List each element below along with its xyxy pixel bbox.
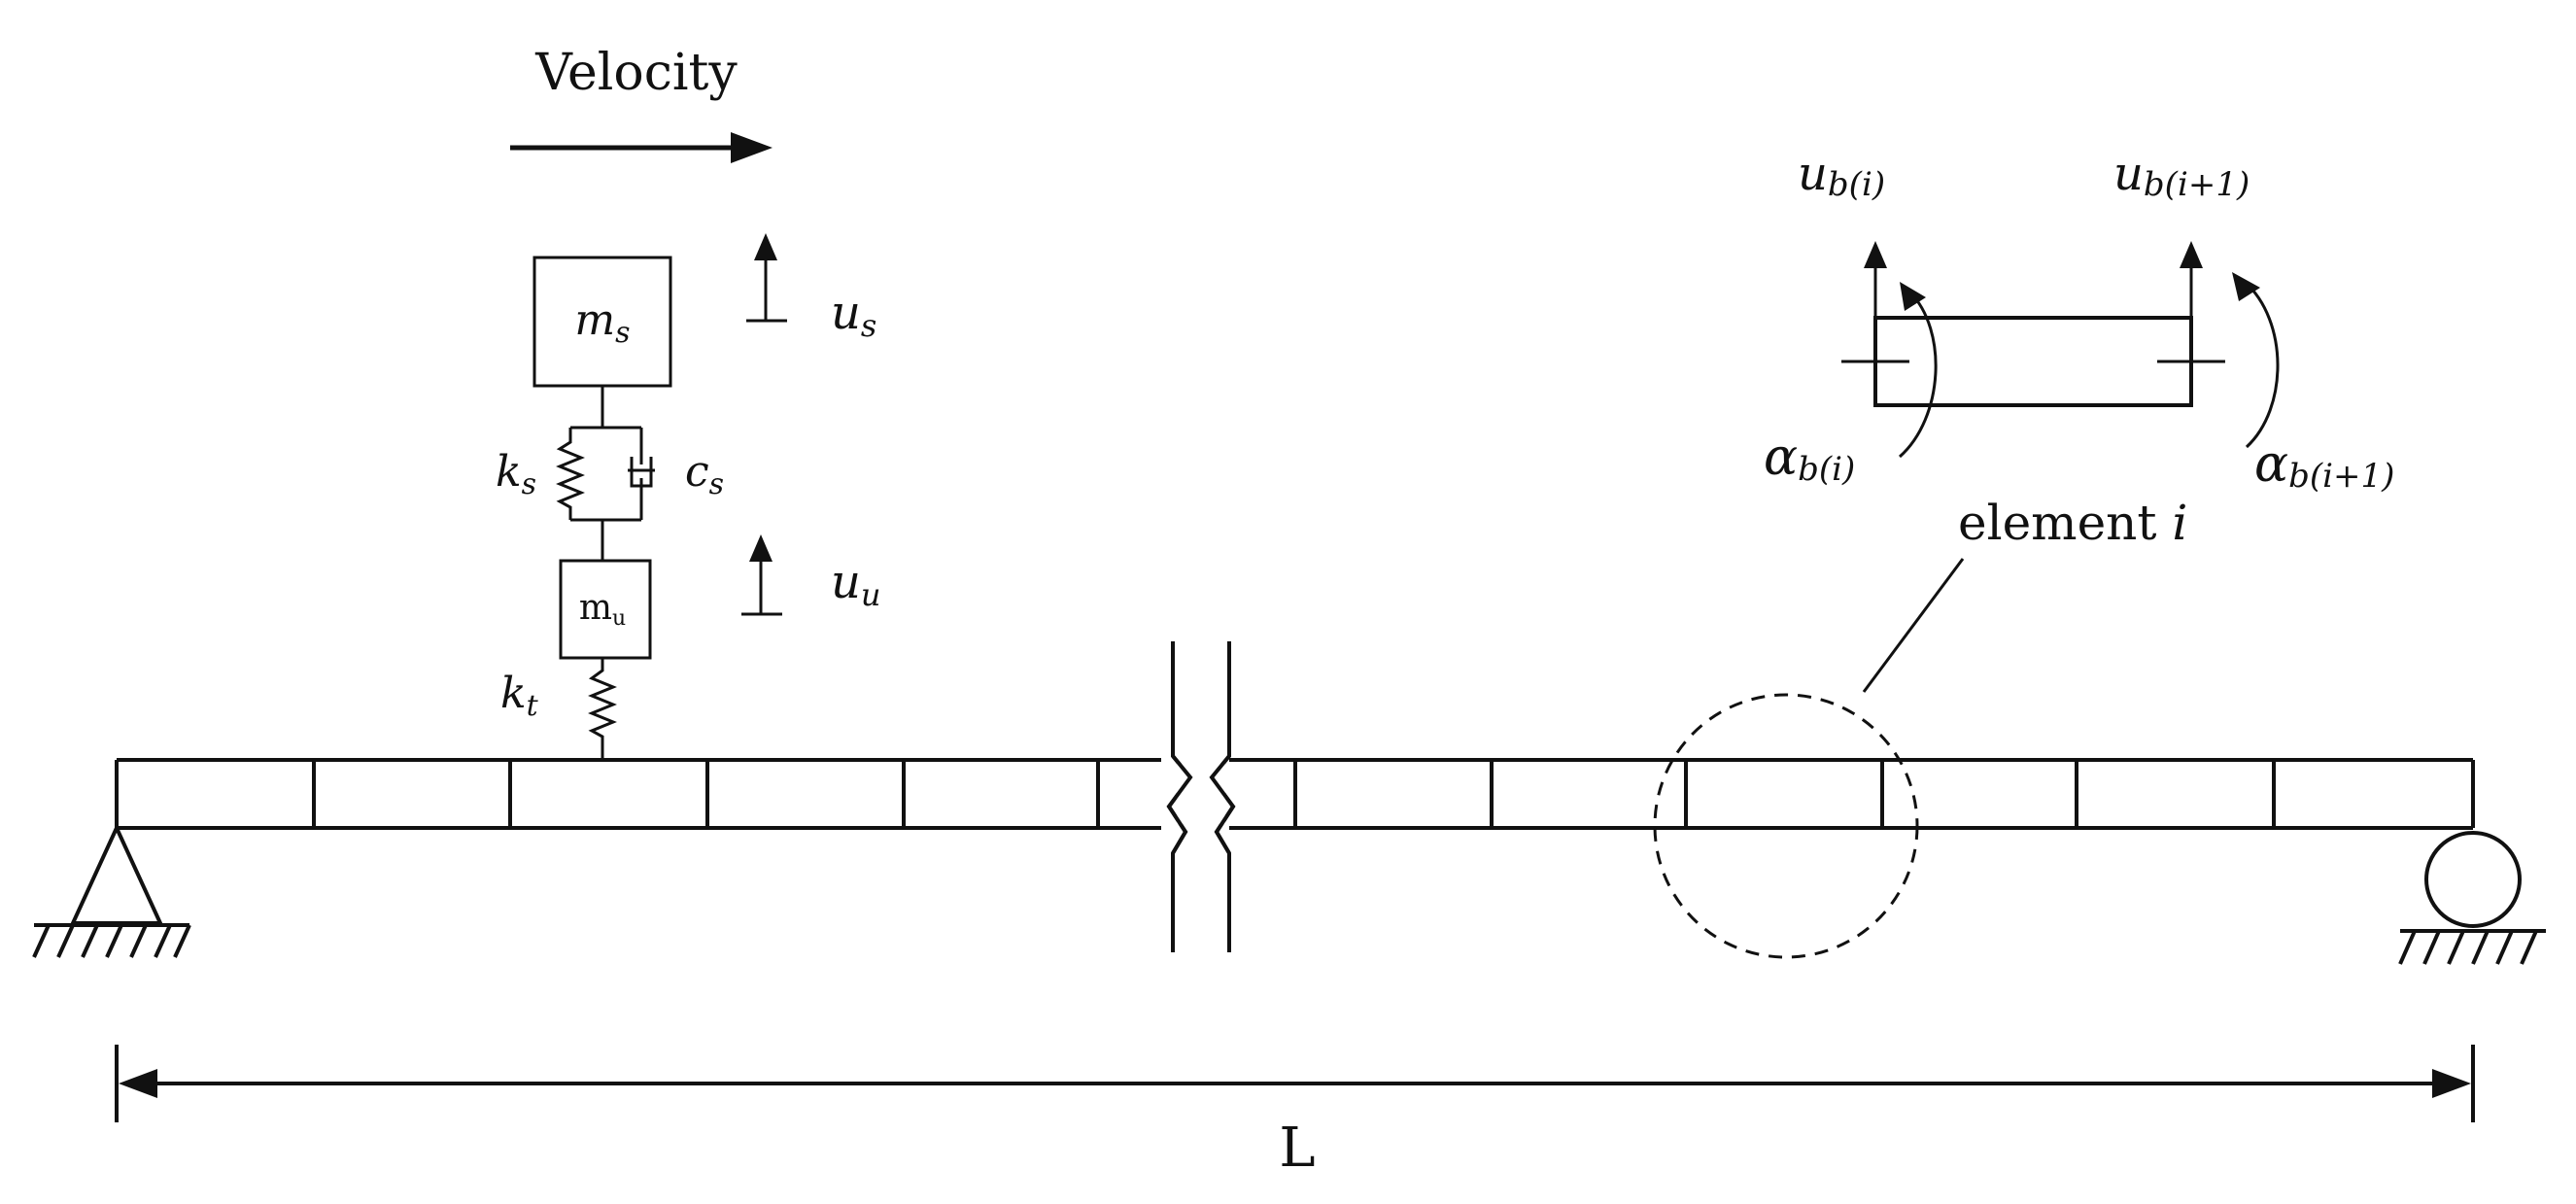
suspension-spring	[556, 428, 585, 520]
element-leader-line	[1862, 558, 1965, 693]
sprung-displacement-label: us	[831, 286, 876, 344]
node-i1-rotation-label: αb(i+1)	[2254, 435, 2394, 496]
node-i-displacement-arrow	[1864, 241, 1887, 361]
vehicle-model: ms ks cs mu	[496, 233, 881, 760]
node-i-rotation-label: αb(i)	[1764, 429, 1855, 489]
sprung-displacement-indicator	[746, 233, 787, 323]
bridge-beam	[115, 641, 2475, 952]
roller-support	[2398, 831, 2546, 965]
element-label: element i	[1958, 495, 2187, 551]
velocity-arrowhead	[731, 132, 773, 163]
suspension-spring-label: ks	[496, 447, 536, 501]
beam-break-symbol	[1166, 641, 1236, 952]
beam-element-dividers	[115, 760, 2475, 828]
sprung-mass-label: ms	[574, 295, 630, 350]
unsprung-mass-block	[559, 559, 652, 660]
node-i-rotation-arrow	[1899, 282, 1938, 459]
suspension-damper	[628, 428, 655, 520]
node-i-displacement-label: ub(i)	[1798, 147, 1885, 204]
node-i1-displacement-arrow	[2180, 241, 2203, 361]
tire-spring-label: kt	[500, 669, 539, 723]
node-i1-rotation-arrow	[2232, 272, 2280, 449]
velocity-label: Velocity	[534, 44, 738, 102]
node-i1-displacement-label: ub(i+1)	[2113, 147, 2250, 204]
unsprung-displacement-label: uu	[831, 555, 881, 613]
span-dimension: L	[115, 1045, 2475, 1180]
isolated-element	[1873, 316, 2193, 407]
element-highlight-circle	[1653, 693, 1919, 959]
element-detail: element i ub(i) ub(i+1)	[1653, 147, 2394, 959]
unsprung-displacement-indicator	[741, 534, 782, 616]
velocity-indicator: Velocity	[510, 44, 773, 163]
suspension-damper-label: cs	[685, 447, 724, 501]
tire-spring	[588, 658, 617, 760]
unsprung-mass-label: mu	[579, 588, 626, 631]
span-label: L	[1279, 1117, 1315, 1180]
pin-support	[32, 823, 191, 958]
